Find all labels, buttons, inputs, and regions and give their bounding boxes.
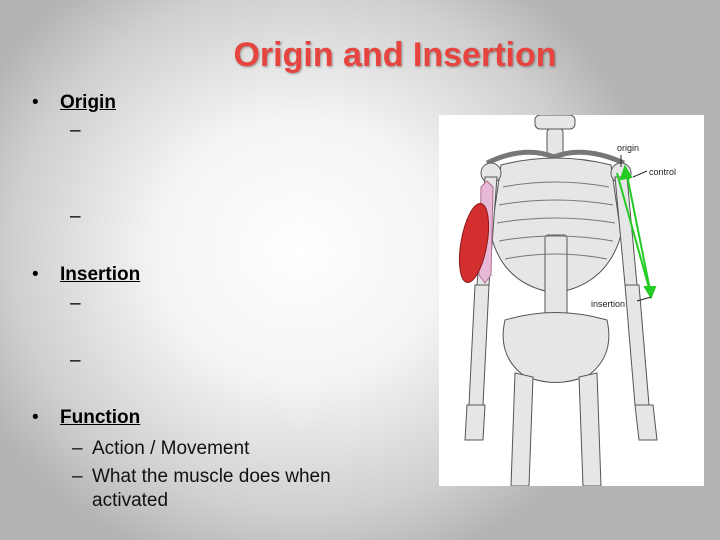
bullet-insertion-label: Insertion	[60, 264, 141, 285]
function-sub-1-text: Action / Movement	[92, 438, 250, 459]
neck-vertebrae	[546, 128, 564, 156]
bullet-function: • Function	[32, 407, 141, 429]
right-hand	[634, 404, 658, 441]
rib-cage	[490, 157, 622, 294]
bullet-dot: •	[32, 407, 39, 428]
bullet-origin-label: Origin	[60, 92, 116, 113]
spine	[544, 234, 568, 326]
label-control: control	[649, 167, 676, 177]
function-sub-2: – What the muscle does when activated	[72, 465, 382, 513]
arrow-line-lower	[616, 172, 652, 296]
function-sub-2-text: What the muscle does when activated	[92, 466, 331, 511]
bullet-insertion: • Insertion	[32, 264, 141, 286]
bullet-dot: •	[32, 264, 39, 285]
skull-base	[534, 115, 576, 130]
origin-sub-2: –	[70, 206, 81, 227]
label-insertion: insertion	[591, 299, 625, 309]
right-femur	[578, 372, 602, 486]
bullet-list: • Origin – – • Insertion – – • Function …	[32, 92, 382, 513]
label-origin: origin	[617, 143, 639, 153]
force-arrows	[616, 164, 657, 300]
bullet-dot: •	[32, 92, 39, 113]
arrow-line-upper	[626, 174, 652, 296]
insertion-sub-2: –	[70, 350, 81, 371]
origin-sub-1: –	[70, 120, 81, 141]
bullet-origin: • Origin	[32, 92, 116, 114]
arrow-head-origin	[619, 164, 633, 181]
left-femur	[510, 372, 534, 486]
right-forearm	[624, 284, 650, 406]
rib-lines	[496, 181, 616, 260]
control-pointer	[632, 170, 648, 178]
insertion-pointer	[636, 296, 652, 302]
slide-title: Origin and Insertion	[233, 36, 557, 74]
left-forearm	[468, 284, 490, 406]
function-sub-1: – Action / Movement	[72, 437, 382, 461]
bullet-function-label: Function	[60, 407, 141, 428]
sub-dash: –	[72, 438, 83, 459]
left-hand	[464, 404, 486, 441]
pelvis	[502, 312, 610, 383]
biceps-muscle	[458, 203, 490, 283]
skeleton-figure: origin control insertion	[439, 115, 704, 486]
clavicles	[485, 149, 626, 166]
arrow-head-insertion	[643, 286, 657, 300]
insertion-sub-1: –	[70, 293, 81, 314]
skeleton-illustration: origin control insertion	[458, 115, 676, 486]
sub-dash: –	[72, 466, 83, 487]
